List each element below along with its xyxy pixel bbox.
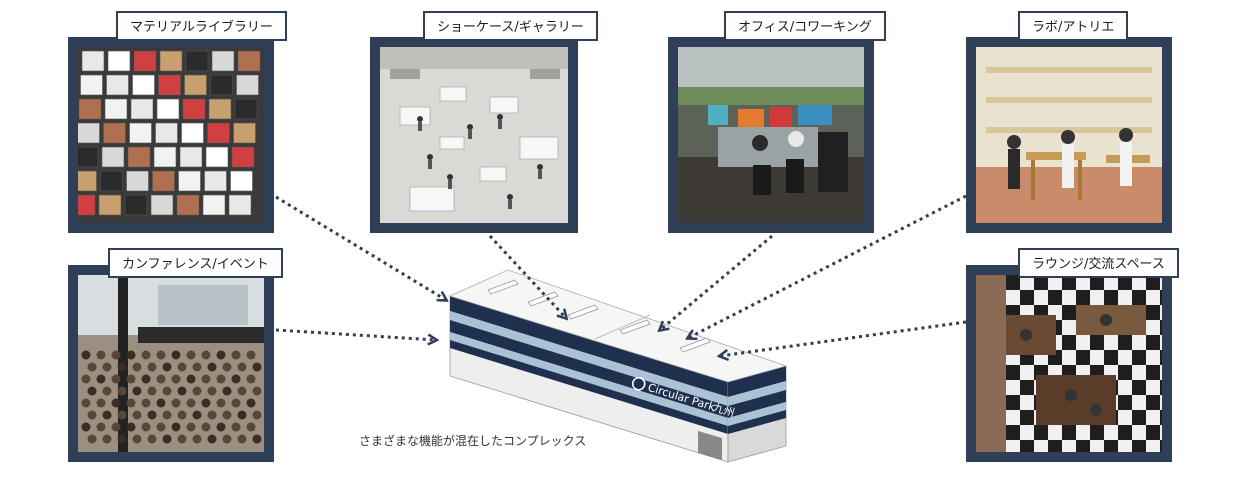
building-logo: Circular Park 九州: [631, 376, 736, 420]
label-lab-atelier: ラボ/アトリエ: [1018, 11, 1129, 41]
photo-office-coworking: [668, 37, 874, 233]
photo-showcase-gallery: [370, 37, 578, 233]
label-showcase-gallery: ショーケース/ギャラリー: [423, 11, 598, 41]
label-lounge-space: ラウンジ/交流スペース: [1018, 248, 1179, 278]
material-shelf-illustration: [78, 47, 264, 223]
photo-conference-event: [68, 265, 274, 462]
building-logo-text: Circular Park: [646, 381, 717, 414]
building-logo-kanji: 九州: [711, 401, 736, 420]
label-material-library: マテリアルライブラリー: [116, 11, 287, 41]
label-conference-event: カンファレンス/イベント: [108, 248, 283, 278]
photo-conference-event-image: [78, 275, 264, 452]
label-office-coworking: オフィス/コワーキング: [724, 11, 886, 41]
photo-material-library-image: [78, 47, 264, 223]
gallery-illustration: [380, 47, 568, 223]
photo-material-library: [68, 37, 274, 233]
arrow-lounge-space: [720, 320, 967, 356]
lounge-illustration: [976, 275, 1162, 452]
conference-illustration: [78, 275, 264, 452]
photo-lab-atelier-image: [976, 47, 1162, 223]
photo-showcase-gallery-image: [380, 47, 568, 223]
diagram-caption: さまざまな機能が混在したコンプレックス: [359, 434, 587, 448]
lab-illustration: [976, 47, 1162, 223]
arrow-showcase-gallery: [488, 234, 566, 318]
photo-lounge-space: [966, 265, 1172, 462]
office-illustration: [678, 47, 864, 223]
arrow-conference-event: [275, 328, 436, 340]
arrow-office-coworking: [660, 234, 773, 330]
photo-lab-atelier: [966, 37, 1172, 233]
photo-office-coworking-image: [678, 47, 864, 223]
photo-lounge-space-image: [976, 275, 1162, 452]
